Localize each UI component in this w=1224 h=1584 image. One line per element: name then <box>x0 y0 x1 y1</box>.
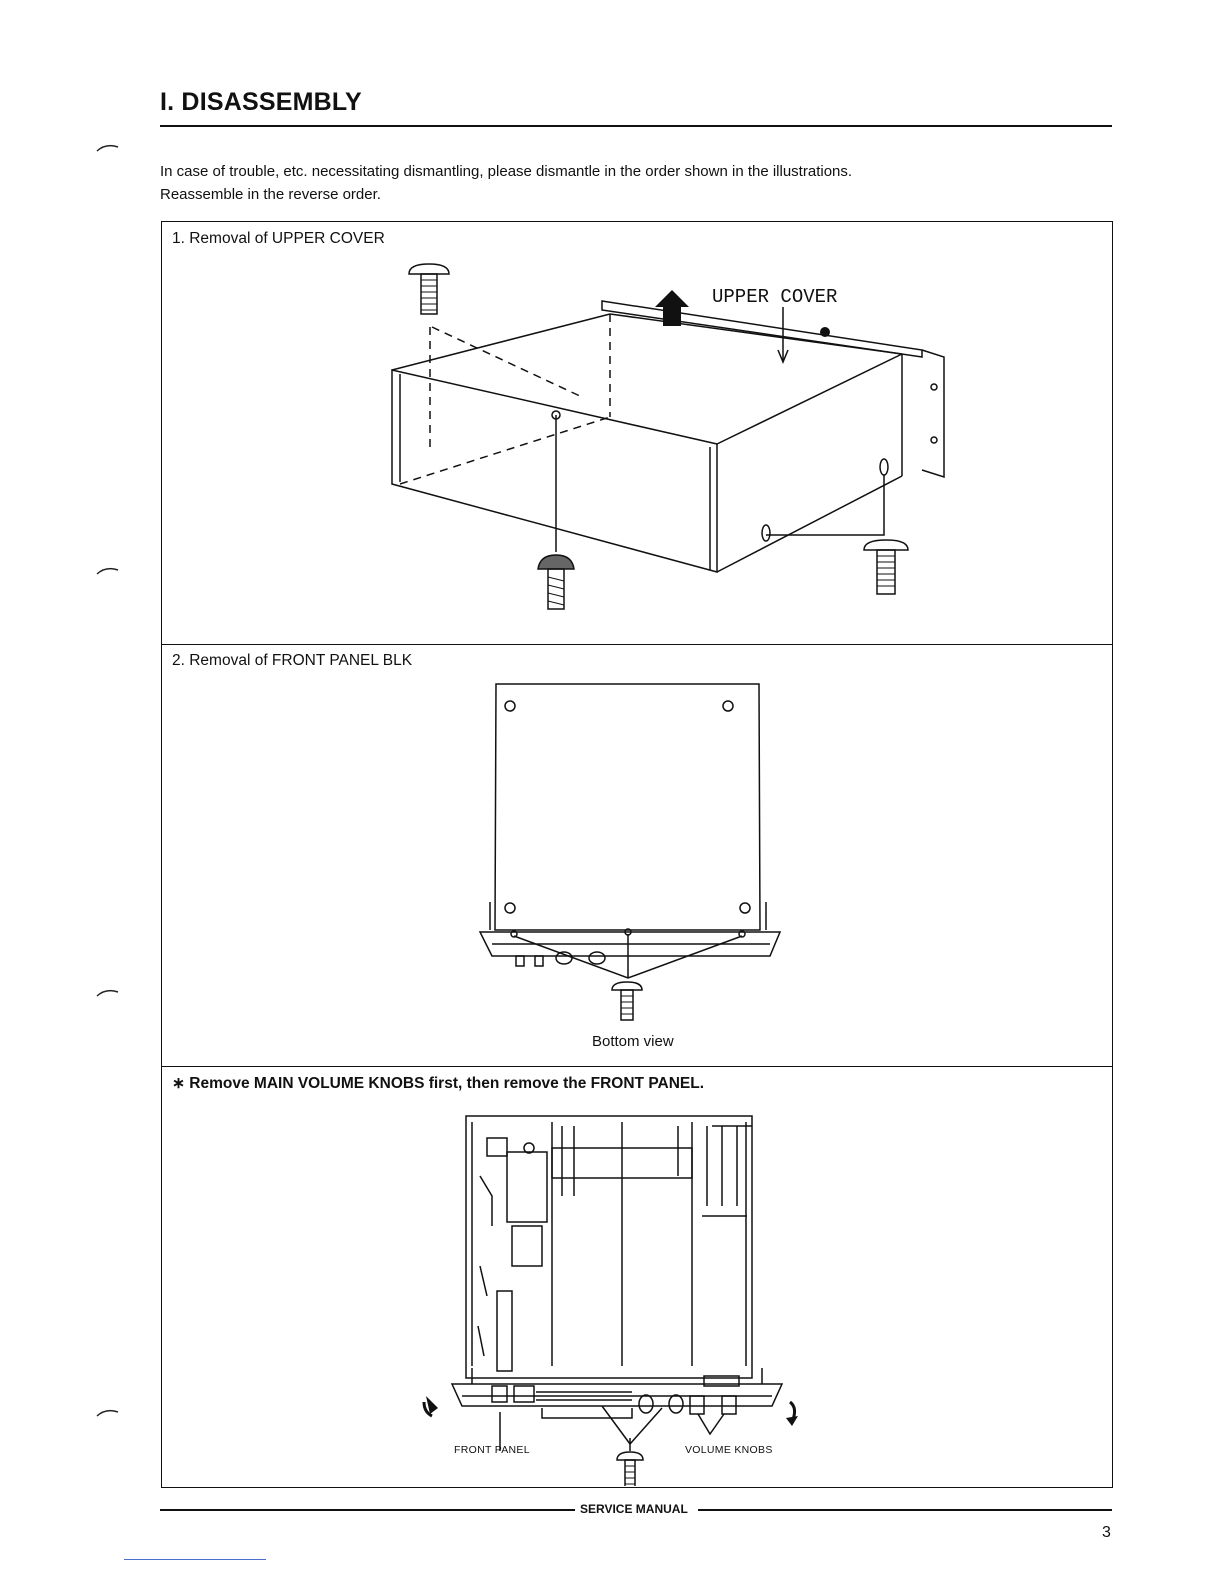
section-upper-cover: 1. Removal of UPPER COVER <box>162 222 1112 645</box>
screw-icon <box>537 554 575 610</box>
curved-arrow-icon <box>786 1400 798 1426</box>
chassis-top-view <box>422 1115 798 1486</box>
margin-mark <box>96 1409 119 1417</box>
footer-rule-right <box>698 1509 1112 1511</box>
intro-line: Reassemble in the reverse order. <box>160 186 381 203</box>
page-number: 3 <box>1102 1524 1111 1541</box>
screw-icon <box>616 1451 644 1486</box>
footer-text: SERVICE MANUAL <box>580 1502 688 1516</box>
arrow-up-icon <box>655 290 689 326</box>
margin-mark <box>96 567 119 575</box>
section-label: ∗ Remove MAIN VOLUME KNOBS first, then r… <box>172 1075 705 1092</box>
screw-icon <box>611 981 643 1021</box>
title-rule <box>160 125 1112 127</box>
bottom-view-caption: Bottom view <box>592 1033 674 1050</box>
front-panel-bottom-view <box>478 683 782 1021</box>
illustration-frame: 1. Removal of UPPER COVER <box>161 221 1113 1488</box>
page-title: I. DISASSEMBLY <box>160 88 362 116</box>
curved-arrow-icon <box>422 1396 438 1418</box>
volume-knobs-label: VOLUME KNOBS <box>685 1444 773 1456</box>
margin-mark <box>96 144 119 152</box>
front-panel-label: FRONT PANEL <box>454 1444 530 1456</box>
margin-mark <box>96 989 119 997</box>
upper-cover-label: UPPER COVER <box>712 286 837 308</box>
link-underline <box>124 1559 266 1560</box>
section-volume-knobs: ∗ Remove MAIN VOLUME KNOBS first, then r… <box>162 1066 1112 1486</box>
screw-icon <box>408 263 450 315</box>
section-label: 2. Removal of FRONT PANEL BLK <box>172 652 413 669</box>
intro-text: In case of trouble, etc. necessitating d… <box>160 160 852 206</box>
upper-cover-illustration: UPPER COVER <box>391 263 945 610</box>
footer-rule-left <box>160 1509 575 1511</box>
screw-icon <box>863 539 909 595</box>
intro-line: In case of trouble, etc. necessitating d… <box>160 163 853 180</box>
section-front-panel: 2. Removal of FRONT PANEL BLK <box>162 644 1112 1067</box>
section-label: 1. Removal of UPPER COVER <box>172 230 385 247</box>
